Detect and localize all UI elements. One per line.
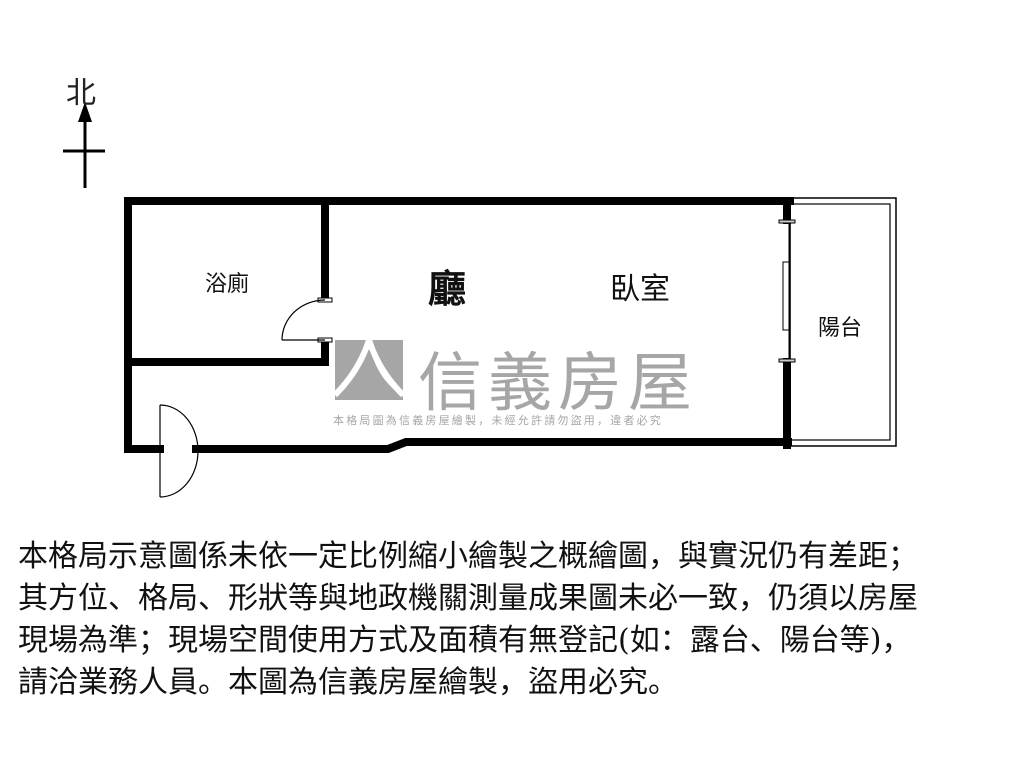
notice-line: 本格局示意圖係未依一定比例縮小繪製之概繪圖，與實況仍有差距； (18, 539, 918, 574)
bathroom-door-icon (281, 297, 333, 343)
north-arrow-icon (63, 102, 105, 188)
balcony-outline (789, 197, 897, 447)
notice-line: 其方位、格局、形狀等與地政機關測量成果圖未必一致，仍須以房屋 (18, 581, 918, 616)
floor-plan (63, 102, 897, 498)
entrance-door-icon (159, 404, 199, 498)
room-label-bathroom: 浴廁 (205, 272, 250, 297)
room-label-bedroom: 臥室 (610, 272, 670, 307)
balcony-sliding-door-icon (778, 219, 796, 363)
sinyi-logo-icon (332, 330, 406, 400)
walls (124, 197, 794, 453)
watermark-subtitle: 本格局圖為信義房屋繪製，未經允許請勿盜用，違者必究 (333, 414, 663, 427)
notice-line: 請洽業務人員。本圖為信義房屋繪製，盜用必究。 (18, 665, 678, 700)
notice-line: 現場為準；現場空間使用方式及面積有無登記(如：露台、陽台等)， (18, 623, 912, 658)
watermark-brand-name: 信義房屋 (418, 347, 698, 421)
room-label-living-room: 廳 (428, 266, 467, 311)
disclaimer-notice: 本格局示意圖係未依一定比例縮小繪製之概繪圖，與實況仍有差距； 其方位、格局、形狀… (18, 536, 1018, 704)
room-label-balcony: 陽台 (818, 316, 863, 341)
north-label: 北 (66, 76, 96, 111)
